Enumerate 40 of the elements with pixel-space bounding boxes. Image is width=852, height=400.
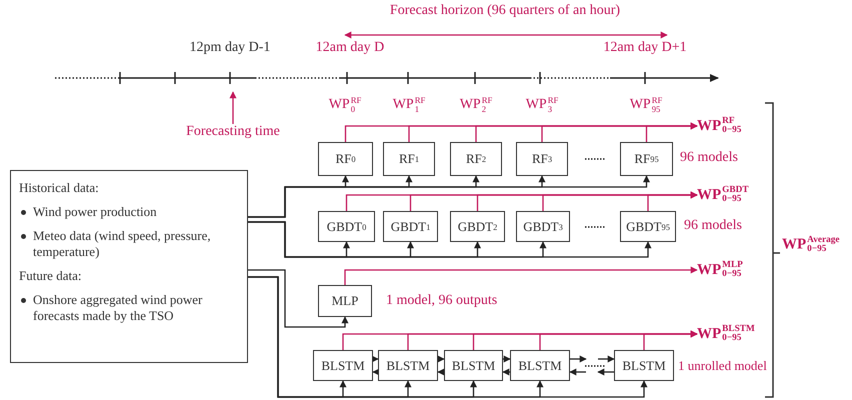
model-box: BLSTM (313, 350, 373, 381)
model-count-label: 1 model, 96 outputs (386, 293, 498, 309)
bullet-text: Onshore aggregated wind power forecasts made by the TSO (33, 292, 202, 323)
model-count-label: 96 models (684, 218, 742, 234)
arrow (248, 276, 648, 398)
arrow (344, 266, 698, 285)
arrow (598, 356, 615, 362)
arrow (646, 122, 698, 142)
model-box: MLP (318, 285, 372, 317)
arrow (597, 368, 614, 376)
time-label: 12am day D (316, 40, 384, 56)
arrow (643, 330, 698, 350)
arrow (647, 192, 698, 211)
model-count-label: 1 unrolled model (678, 358, 767, 374)
bullet-text: Wind power production (33, 204, 157, 219)
arrow (248, 269, 348, 328)
arrow (569, 368, 586, 376)
arrow (372, 356, 379, 362)
heading-text: Historical data: (19, 180, 99, 195)
bullet-text: Meteo data (wind speed, pressure, temperature) (33, 228, 211, 259)
annotation-text: Forecasting time (178, 124, 288, 144)
model-box: BLSTM (614, 350, 674, 381)
model-box: BLSTM (444, 350, 503, 381)
arrow (438, 356, 445, 362)
arrow (248, 175, 650, 218)
arrow (502, 368, 510, 376)
input-data-box (10, 170, 248, 363)
arrow (230, 91, 236, 124)
model-box: BLSTM (510, 350, 570, 381)
model-box: BLSTM (378, 350, 438, 381)
time-label: 12pm day D-1 (190, 40, 270, 56)
arrow (437, 368, 444, 376)
model-count-label: 96 models (680, 150, 738, 166)
arrow (372, 368, 380, 376)
arrow (248, 221, 652, 258)
horizon-label: Forecast horizon (96 quarters of an hour) (390, 3, 620, 19)
time-label: 12am day D+1 (603, 40, 687, 56)
arrow (503, 356, 511, 362)
arrow (570, 356, 587, 362)
heading-text: Future data: (19, 268, 82, 283)
